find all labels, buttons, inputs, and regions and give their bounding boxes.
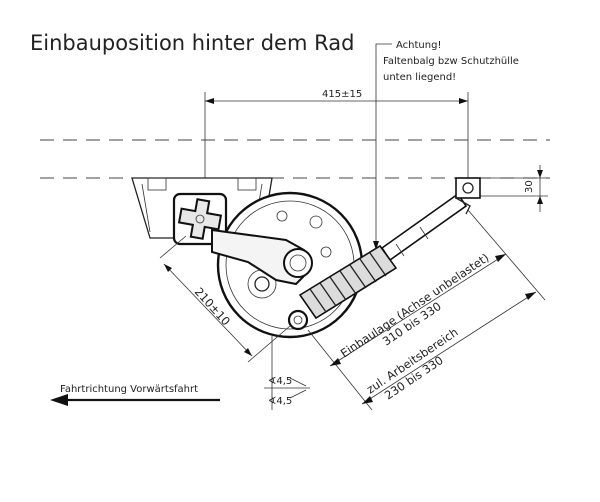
drum-bolt-right [320,246,332,258]
drum-bolt-top [276,210,288,222]
dimension-arrow-bottom [537,196,543,204]
angle-indicators: ∢4,5 ∢4,5 [264,336,310,410]
torsion-center [195,214,205,224]
travel-direction: Fahrtrichtung Vorwärtsfahrt [50,384,220,406]
dimension-vertical: 30 [480,165,548,212]
shock-rod-mark-1 [395,243,405,257]
lower-bolt-outer [287,309,309,331]
arm-dimension-arrow-top [164,264,172,272]
diagonal-extension-top [467,209,546,301]
swing-arm-eye [283,248,313,278]
shock-absorber [298,177,481,320]
bellows-folds [309,252,387,313]
dimension-arrow-left [205,98,214,104]
installation-dimension-line [329,253,507,367]
torsion-cross-profile [177,198,223,240]
shock-top-mount-hole [462,182,474,194]
installation-arrow-top [495,254,506,262]
dimension-horizontal-value: 415±15 [322,89,362,100]
installation-arrow-bottom [330,358,341,366]
lower-bolt [287,309,309,331]
shock-top-mount [455,177,481,199]
shock-top-link [455,197,471,215]
angle-lower-value: ∢4,5 [268,396,292,407]
note-line-2: Faltenbalg bzw Schutzhülle [383,56,519,67]
swing-arm [211,228,313,286]
note-leader-line [375,43,392,246]
note-leader-arrowhead [373,241,379,250]
arm-dimension-arrow-bottom [244,348,252,356]
dimension-arrow-top [537,170,543,178]
angle-leaders [289,377,307,399]
dimension-vertical-value: 30 [524,180,535,193]
shock-rod [380,192,468,262]
drawing-title: Einbauposition hinter dem Rad [30,31,354,55]
note-line-3: unten liegend! [383,72,456,83]
working-arrow-bottom [362,396,373,404]
shock-rod-mark-2 [419,226,429,240]
bracket-tab-left [147,177,167,191]
arm-extension-upper [159,235,187,259]
drum-hub-inner [254,276,270,292]
travel-direction-label: Fahrtrichtung Vorwärtsfahrt [60,384,198,395]
diagonal-extension-bottom [307,329,373,411]
arm-dimension-line [163,263,253,357]
dimension-arrow-right [459,98,468,104]
bracket-tab-right [237,177,257,191]
warning-note: Achtung! Faltenbalg bzw Schutzhülle unte… [373,40,519,250]
arm-extension-lower [247,325,291,363]
note-line-1: Achtung! [396,40,441,51]
angle-upper-value: ∢4,5 [268,376,292,387]
travel-direction-arrow-icon [50,394,68,406]
working-dimension-line [361,291,537,405]
working-arrow-top [525,292,536,300]
lower-bolt-inner [293,315,303,325]
drum-bolt-upper [309,215,323,229]
swing-arm-eye-inner [289,254,307,272]
